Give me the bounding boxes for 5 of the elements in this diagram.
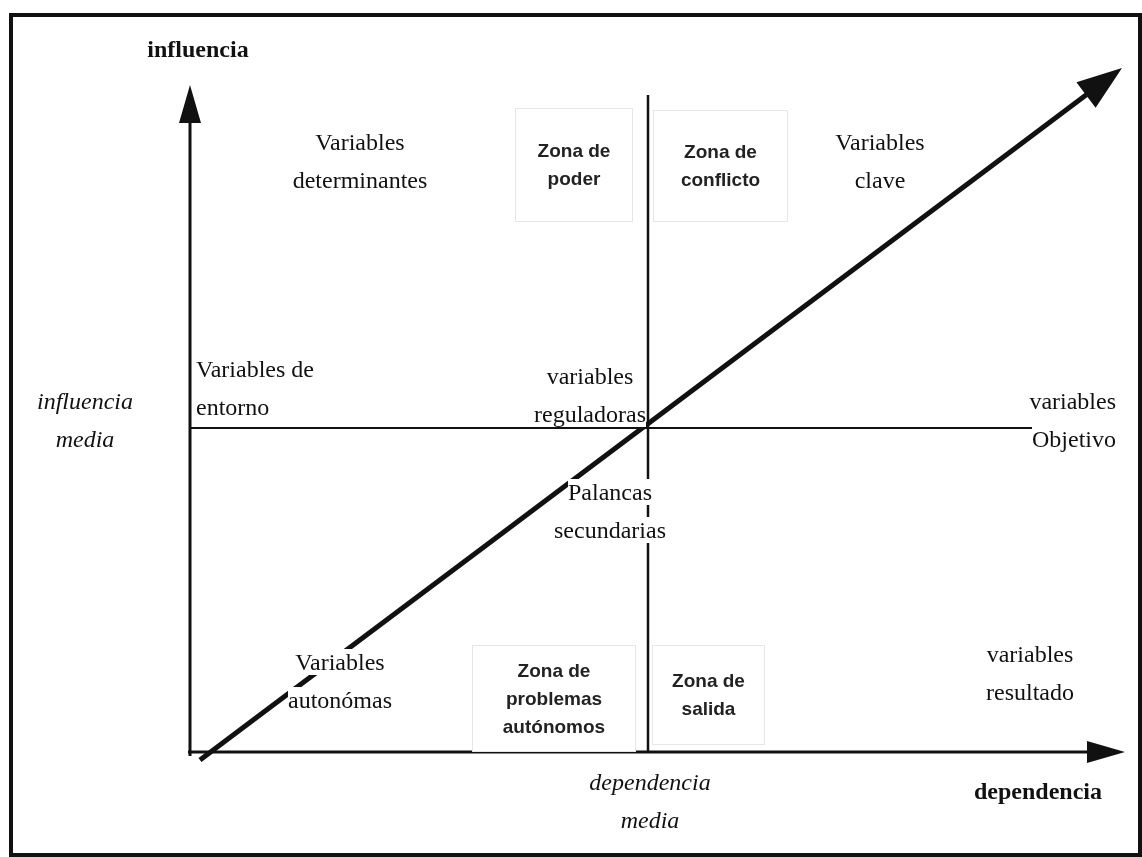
zone-box: Zona de conflicto [653,110,788,222]
zone-box: Zona de salida [652,645,765,745]
zone-box: Zona de poder [515,108,633,222]
quadrant-label: Palancas secundarias [553,478,667,545]
zone-box: Zona de problemas autónomos [472,645,636,752]
